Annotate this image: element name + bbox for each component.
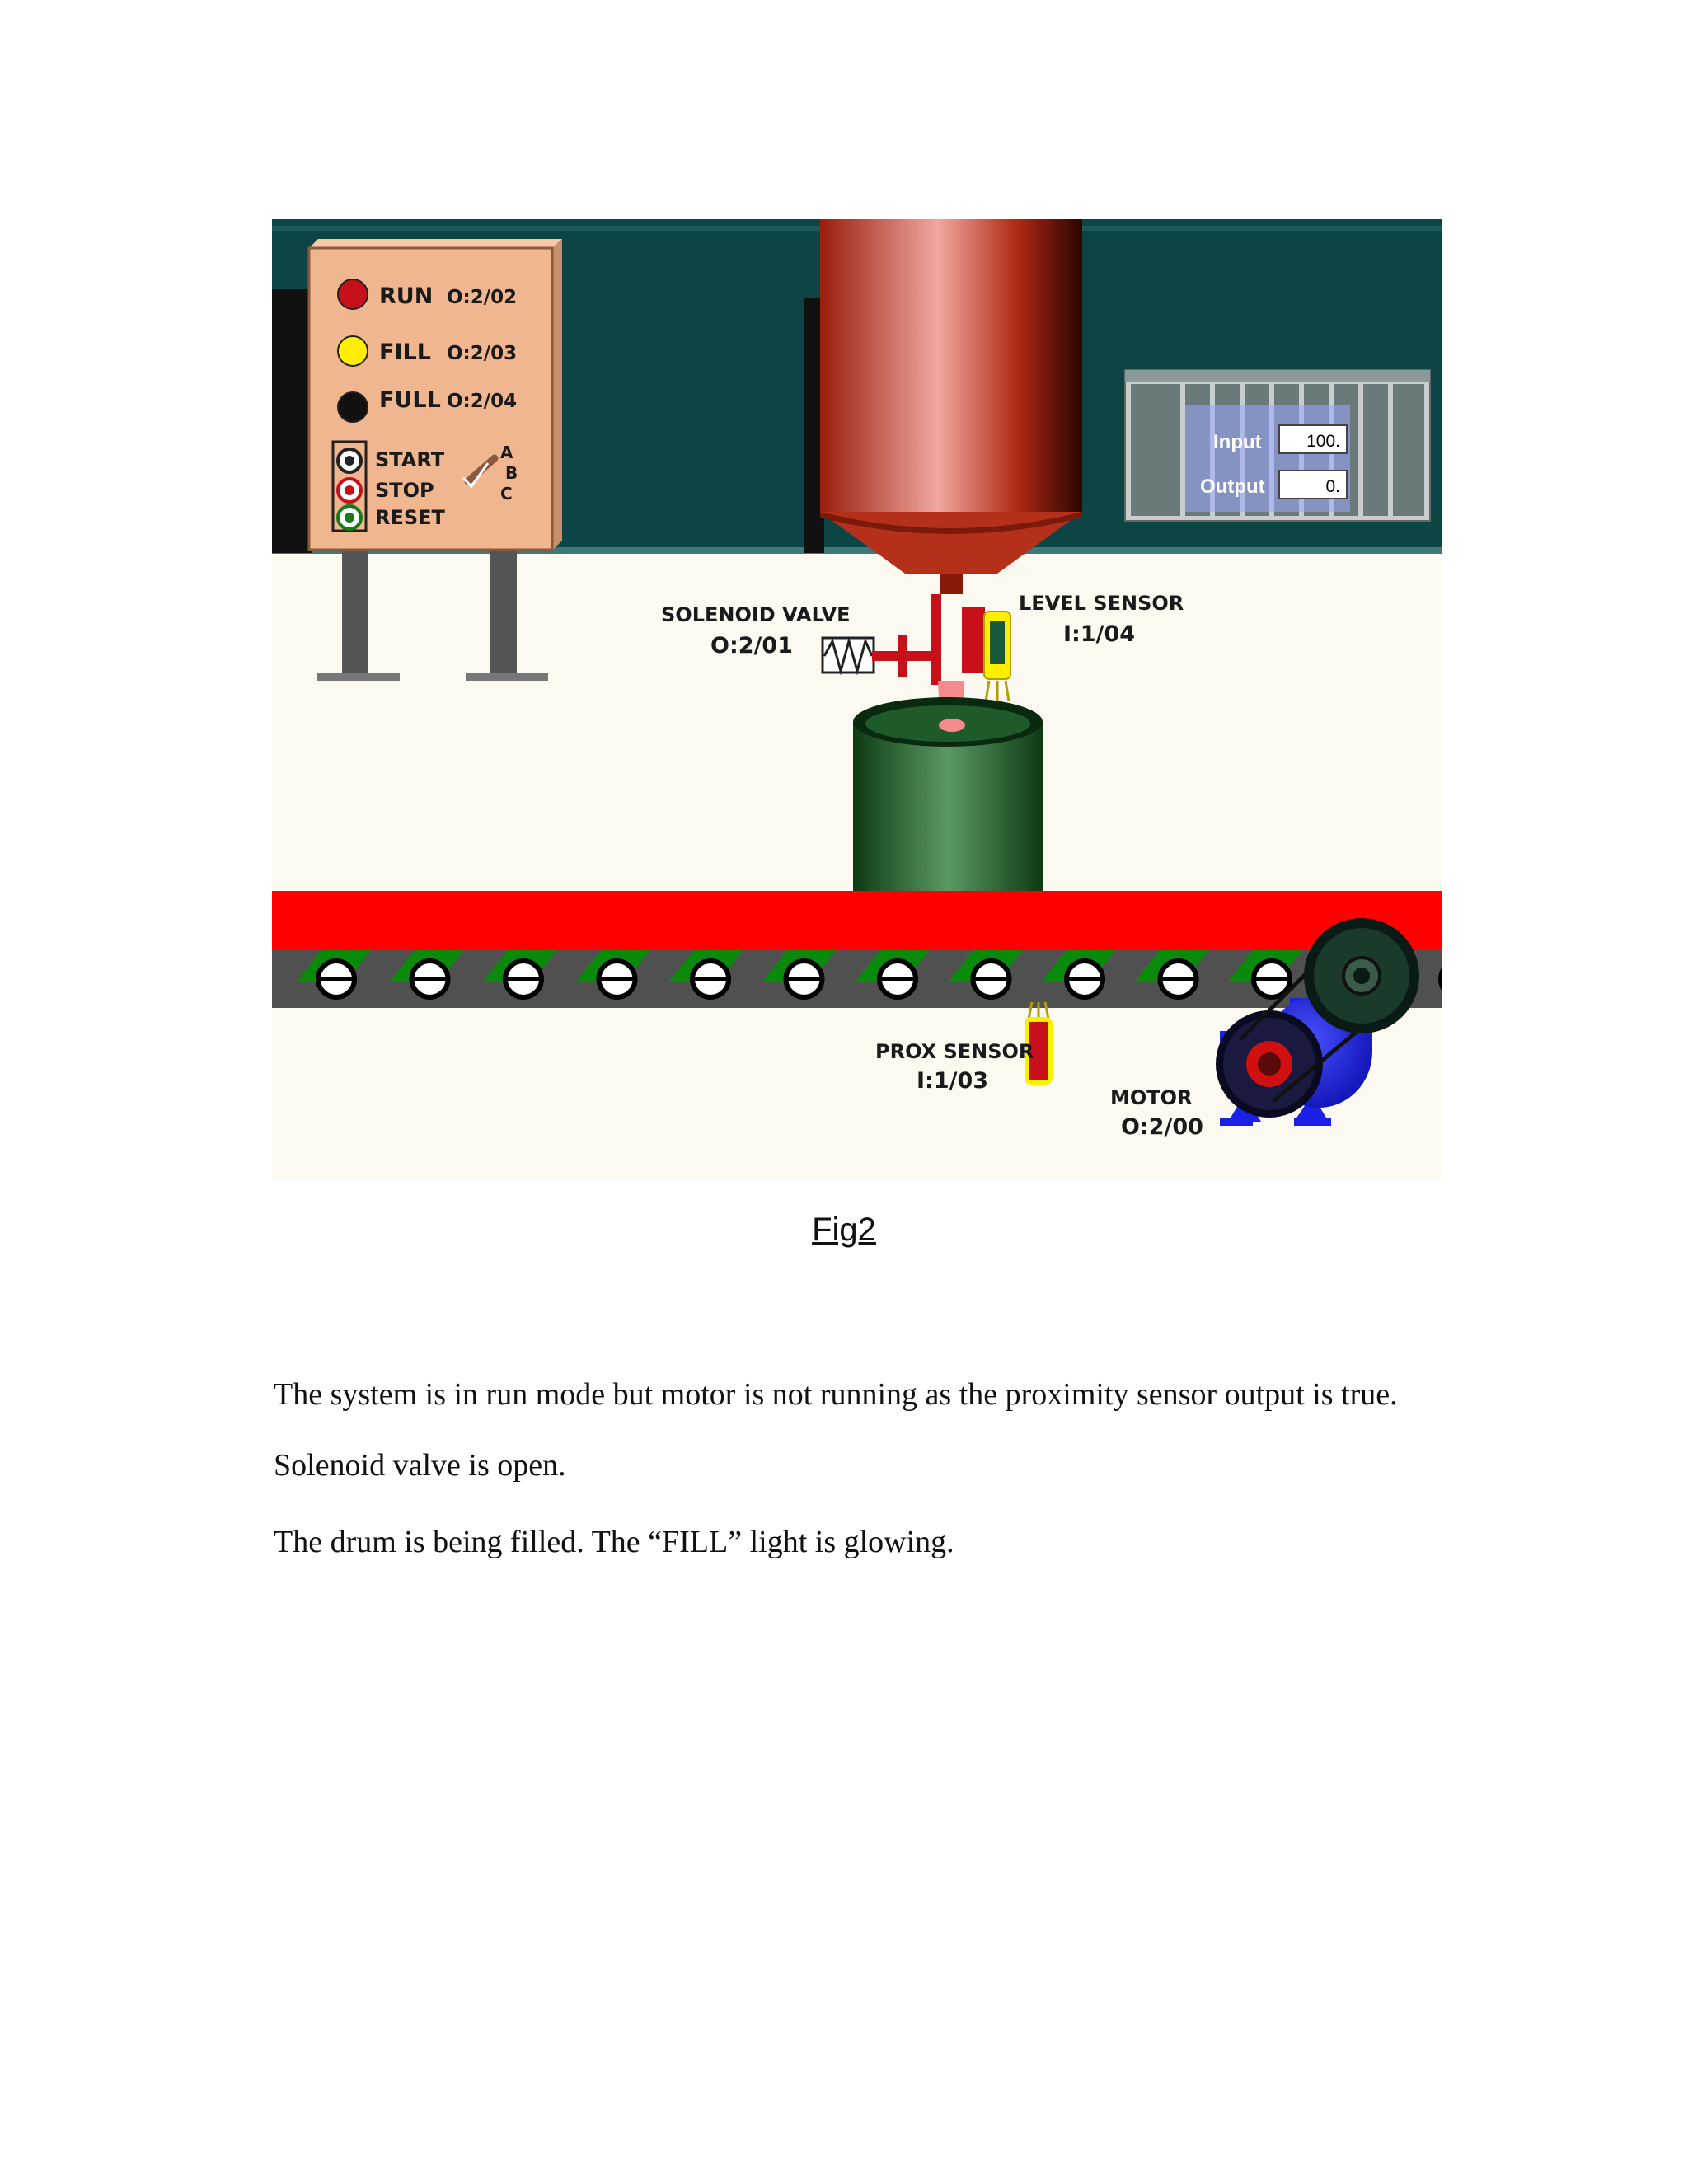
plc-output-label: Output xyxy=(1200,476,1265,498)
fill-lamp xyxy=(337,335,368,367)
control-panel: RUN O:2/02 FILL O:2/03 FULL O:2/04 START… xyxy=(307,239,562,681)
reset-label: RESET xyxy=(375,506,446,529)
run-lamp xyxy=(337,279,368,310)
selector-a: A xyxy=(500,443,513,462)
start-label: START xyxy=(375,448,445,471)
prox-sensor-label: PROX SENSOR xyxy=(875,1040,1034,1063)
level-sensor xyxy=(962,607,1011,704)
selector-c: C xyxy=(500,484,513,504)
full-lamp-address: O:2/04 xyxy=(447,391,517,412)
run-lamp-address: O:2/02 xyxy=(447,287,517,308)
prox-sensor-address: I:1/03 xyxy=(917,1068,988,1094)
paragraph-run-mode: The system is in run mode but motor is n… xyxy=(274,1377,1398,1412)
solenoid-valve-address: O:2/01 xyxy=(710,633,793,658)
level-sensor-label: LEVEL SENSOR xyxy=(1019,592,1184,615)
plc-input-field[interactable] xyxy=(1278,424,1348,454)
selector-switch[interactable] xyxy=(462,454,499,489)
conveyor-roller xyxy=(1438,967,1442,991)
motor-address: O:2/00 xyxy=(1121,1114,1203,1140)
plc-output-field[interactable] xyxy=(1278,470,1348,499)
plc-input-label: Input xyxy=(1213,431,1262,453)
figure-caption: Fig2 xyxy=(812,1212,876,1248)
selector-b: B xyxy=(505,463,518,483)
conveyor-belt xyxy=(272,891,1442,1008)
plc-input-value: 100. xyxy=(1306,432,1340,451)
plc-rack: Input 100. Output 0. xyxy=(1124,369,1431,522)
full-lamp-label: FULL xyxy=(379,387,441,413)
plc-simulation-figure: RUN O:2/02 FILL O:2/03 FULL O:2/04 START… xyxy=(272,219,1442,1179)
full-lamp xyxy=(337,391,368,423)
paragraph-drum-filling: The drum is being filled. The “FILL” lig… xyxy=(274,1525,954,1559)
level-sensor-address: I:1/04 xyxy=(1063,621,1135,647)
stop-label: STOP xyxy=(375,479,434,502)
fill-lamp-address: O:2/03 xyxy=(447,343,517,364)
solenoid-valve xyxy=(821,594,941,685)
motor xyxy=(1216,918,1419,1126)
plc-output-value: 0. xyxy=(1325,477,1340,496)
run-lamp-label: RUN xyxy=(379,284,433,309)
paragraph-valve-open: Solenoid valve is open. xyxy=(274,1448,566,1483)
motor-label: MOTOR xyxy=(1110,1086,1193,1109)
hopper-tank xyxy=(820,219,1082,594)
proximity-sensor xyxy=(1025,1001,1053,1085)
fill-lamp-label: FILL xyxy=(379,340,431,365)
solenoid-valve-label: SOLENOID VALVE xyxy=(661,603,851,626)
